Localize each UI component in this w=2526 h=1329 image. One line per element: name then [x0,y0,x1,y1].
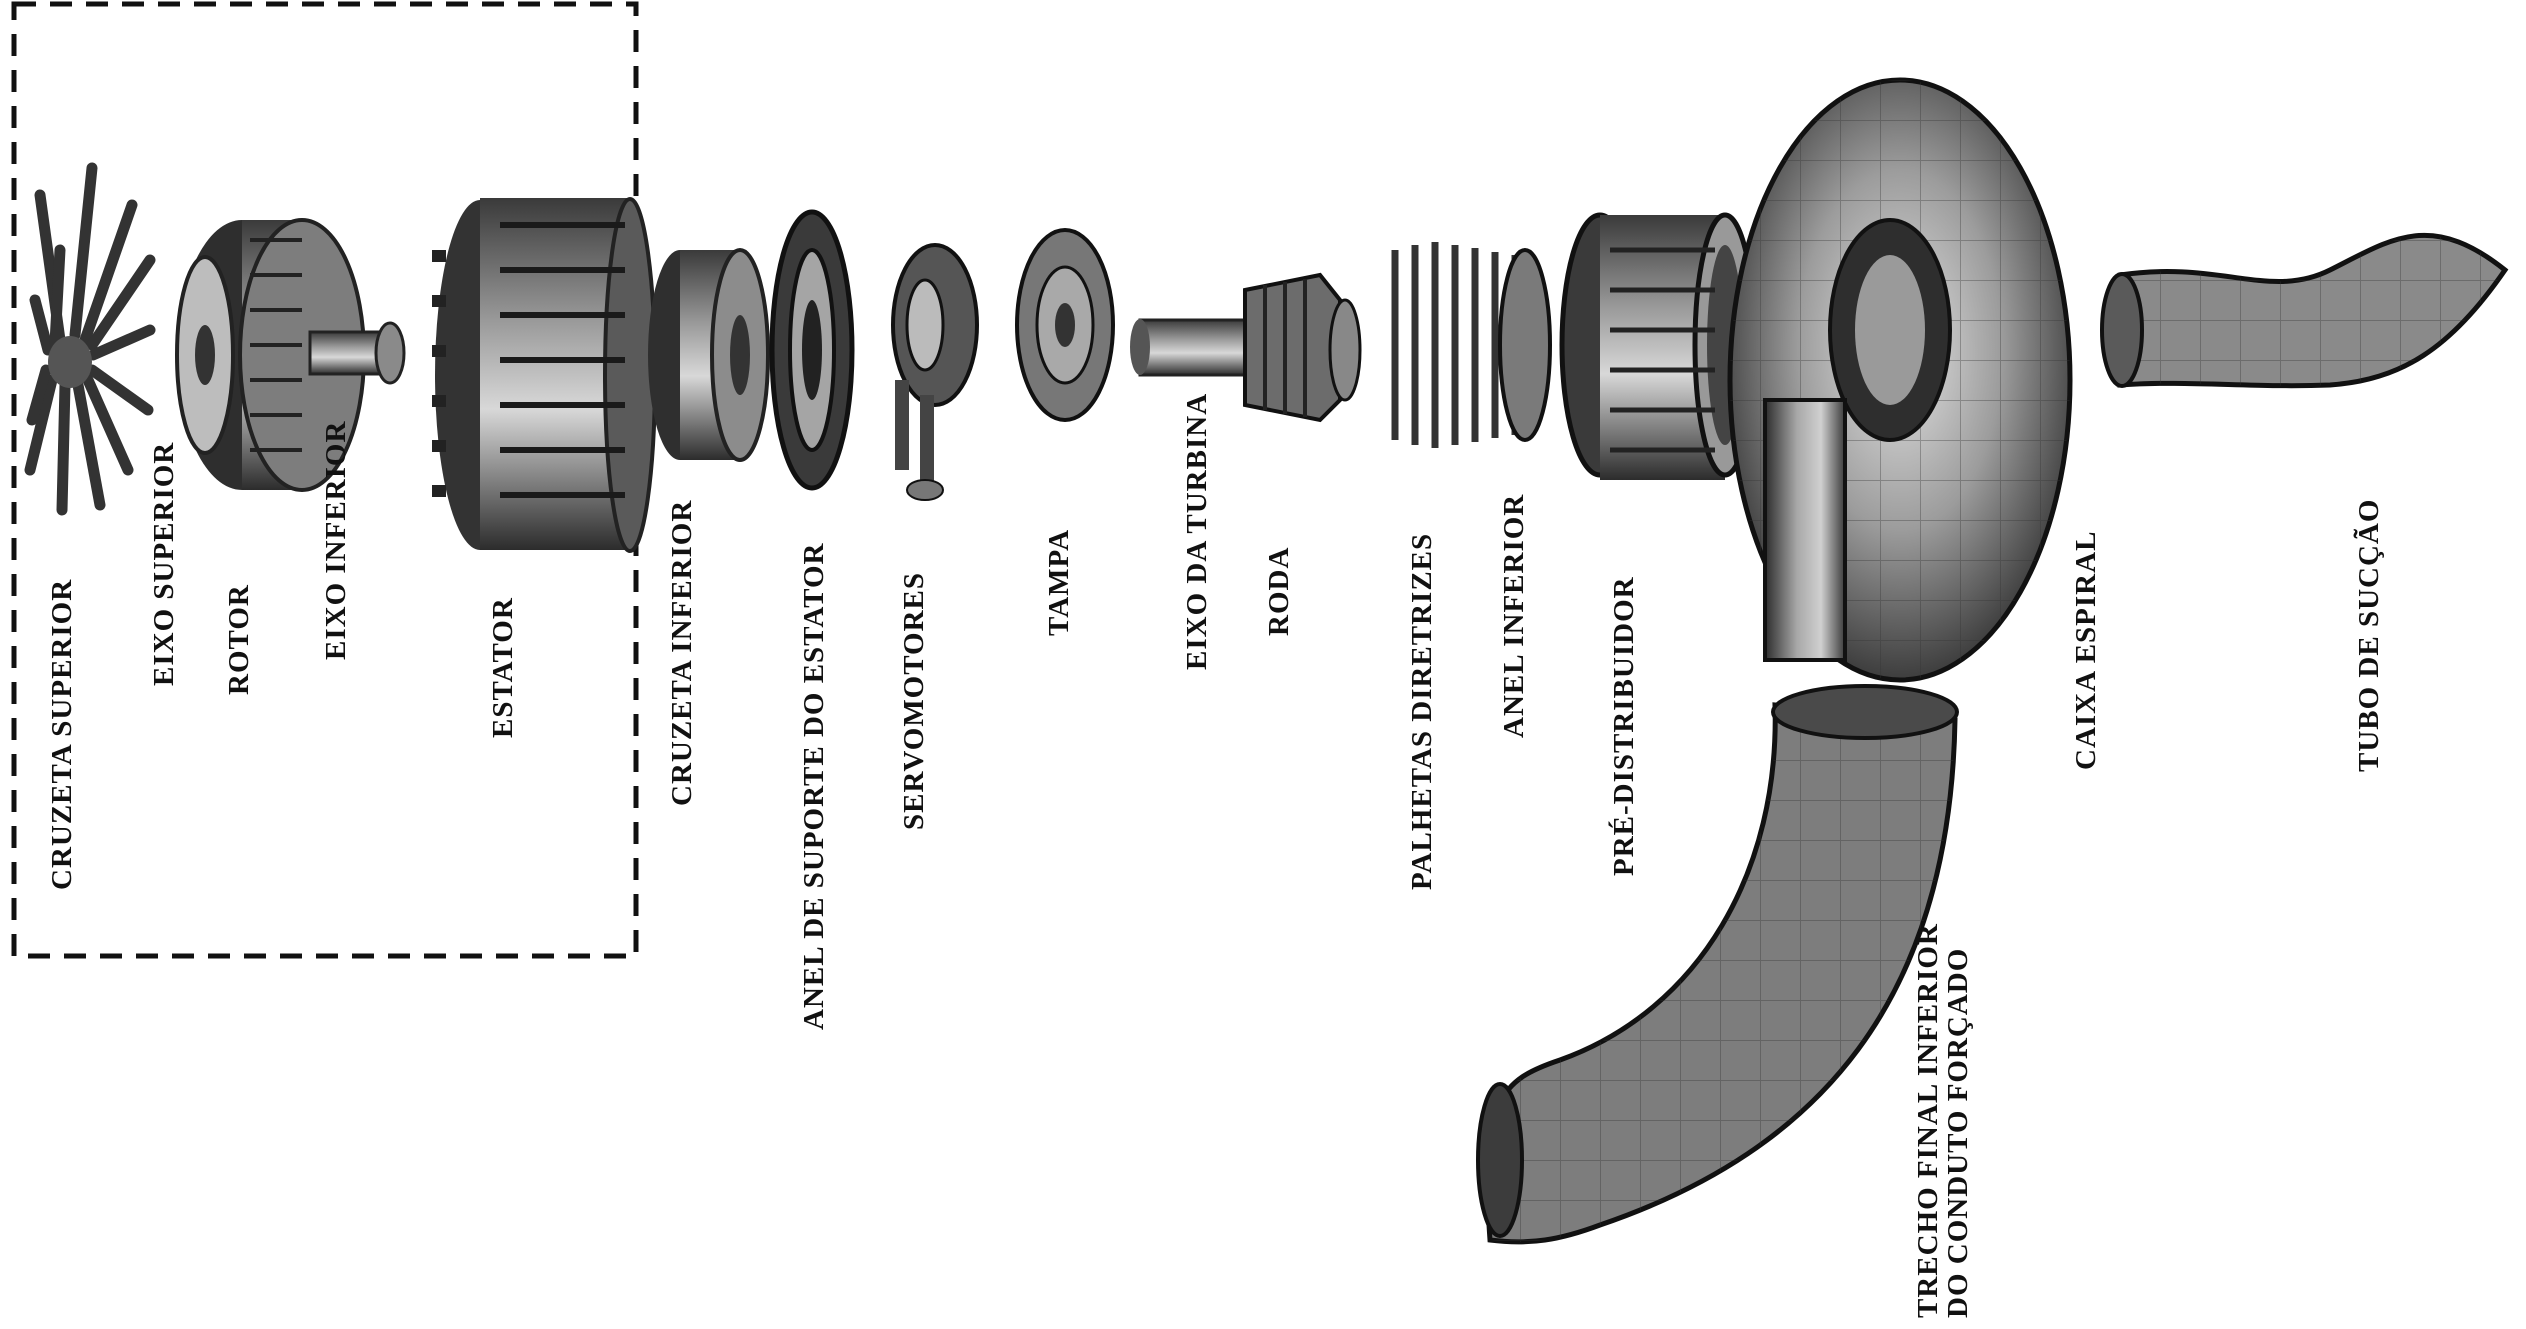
label-servomotores: SERVOMOTORES [900,572,929,830]
label-trecho-final-line1: TRECHO FINAL INFERIOR [1913,923,1943,1318]
label-eixo-superior: EIXO SUPERIOR [150,442,179,686]
label-palhetas-diretrizes: PALHETAS DIRETRIZES [1408,533,1437,890]
label-pre-distribuidor: PRÉ-DISTRIBUIDOR [1610,576,1639,876]
label-tubo-succao: TUBO DE SUCÇÃO [2355,499,2384,772]
cruzeta-superior-illustration [30,168,150,510]
label-tampa: TAMPA [1045,529,1074,636]
label-trecho-final-conduto: TRECHO FINAL INFERIOR DO CONDUTO FORÇADO [1913,923,1974,1318]
servomotores-illustration [893,245,977,500]
tubo-succao-illustration [2102,235,2505,386]
cruzeta-inferior-illustration [648,250,768,460]
label-caixa-espiral: CAIXA ESPIRAL [2072,531,2101,770]
label-eixo-turbina: EIXO DA TURBINA [1183,393,1212,670]
eixo-turbina-illustration [1130,319,1250,375]
anel-suporte-estator-illustration [772,212,852,488]
tampa-illustration [1017,230,1113,420]
label-cruzeta-superior: CRUZETA SUPERIOR [48,579,77,890]
label-roda: RODA [1265,547,1294,636]
label-rotor: ROTOR [225,584,254,695]
palhetas-diretrizes-illustration [1395,242,1550,448]
label-anel-suporte-estator: ANEL DE SUPORTE DO ESTATOR [800,543,829,1030]
label-trecho-final-line2: DO CONDUTO FORÇADO [1943,923,1973,1318]
conduto-forcado-illustration [1478,686,1957,1242]
label-anel-inferior: ANEL INFERIOR [1500,494,1529,738]
estator-illustration [432,198,655,551]
caixa-espiral-illustration [1730,80,2070,680]
label-estator: ESTATOR [489,597,518,738]
label-eixo-inferior: EIXO INFERIOR [322,421,351,660]
eixo-inferior-illustration [310,323,404,383]
pre-distribuidor-illustration [1562,215,1755,480]
label-cruzeta-inferior: CRUZETA INFERIOR [668,500,697,806]
roda-illustration [1245,275,1360,420]
